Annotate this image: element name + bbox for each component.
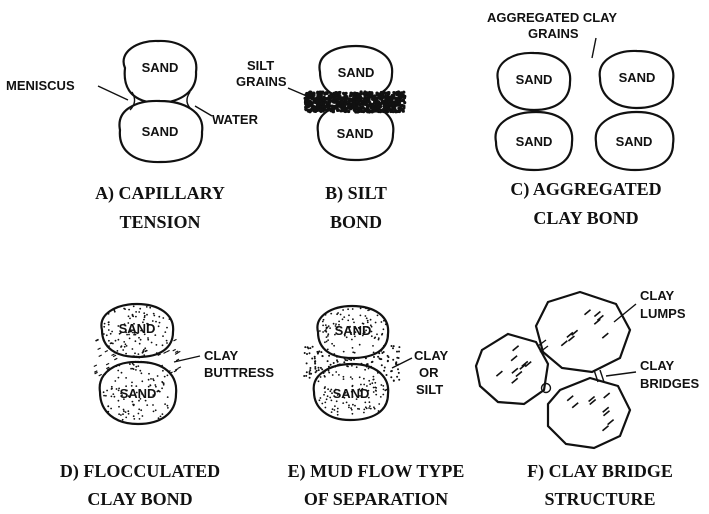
panel-d-flocculated-clay-bond: SAND SAND CLAY BUTTRESS D) FLOCCULATED C… bbox=[60, 304, 274, 509]
panel-f-bridges-leader bbox=[606, 372, 636, 376]
panel-e-mud-flow-separation: SAND SAND CLAY OR SILT E) MUD FLOW TYPE … bbox=[288, 306, 465, 509]
panel-f-clay-lump-top bbox=[536, 292, 630, 372]
panel-e-grain-label-bottom: SAND bbox=[333, 386, 370, 401]
panel-f-bridges-line2: BRIDGES bbox=[640, 376, 700, 391]
panel-c-grain-label-3: SAND bbox=[516, 134, 553, 149]
panel-e-caption-line1: E) MUD FLOW TYPE bbox=[288, 461, 465, 482]
panel-f-clay-lump-bottom bbox=[548, 378, 630, 448]
panel-b-grain-label-bottom: SAND bbox=[337, 126, 374, 141]
panel-d-label-line2: BUTTRESS bbox=[204, 365, 274, 380]
panel-a-capillary-tension: SAND SAND MENISCUS WATER A) CAPILLARY TE… bbox=[6, 41, 259, 232]
panel-e-label-line1: CLAY bbox=[414, 348, 449, 363]
panel-b-label-line2: GRAINS bbox=[236, 74, 287, 89]
panel-f-caption-line1: F) CLAY BRIDGE bbox=[527, 461, 673, 482]
panel-a-grain-label-top: SAND bbox=[142, 60, 179, 75]
panel-b-label-line1: SILT bbox=[247, 58, 274, 73]
panel-d-buttress-leader bbox=[174, 356, 200, 362]
panel-e-label-line2: OR bbox=[419, 365, 439, 380]
panel-f-lumps-line1: CLAY bbox=[640, 288, 675, 303]
panel-b-caption-line2: BOND bbox=[330, 212, 382, 232]
panel-a-caption-line2: TENSION bbox=[119, 212, 200, 232]
panel-e-grain-label-top: SAND bbox=[335, 323, 372, 338]
panel-a-label-meniscus: MENISCUS bbox=[6, 78, 75, 93]
panel-f-clay-lump-left bbox=[476, 334, 548, 404]
panel-e-caption-line2: OF SEPARATION bbox=[304, 489, 448, 509]
panel-c-label-line1: AGGREGATED CLAY bbox=[487, 10, 617, 25]
panel-d-grain-label-bottom: SAND bbox=[120, 386, 157, 401]
panel-f-lumps-line2: LUMPS bbox=[640, 306, 686, 321]
panel-e-label-leader bbox=[392, 358, 412, 368]
panel-c-grain-label-4: SAND bbox=[616, 134, 653, 149]
panel-f-clay-bridge-structure: CLAY LUMPS CLAY BRIDGES F) CLAY BRIDGE S… bbox=[476, 288, 700, 509]
panel-c-label-line2: GRAINS bbox=[528, 26, 579, 41]
panel-d-grain-label-top: SAND bbox=[119, 321, 156, 336]
panel-c-caption-line1: C) AGGREGATED bbox=[510, 179, 661, 200]
panel-c-caption-line2: CLAY BOND bbox=[533, 208, 638, 228]
panel-a-caption-line1: A) CAPILLARY bbox=[95, 183, 225, 204]
panel-d-caption-line2: CLAY BOND bbox=[87, 489, 192, 509]
panel-b-silt-bond: SAND SAND SILT GRAINS B) SILT BOND bbox=[236, 46, 406, 232]
panel-b-silt-grains bbox=[304, 90, 407, 113]
panel-f-bridges-line1: CLAY bbox=[640, 358, 675, 373]
panel-e-label-line3: SILT bbox=[416, 382, 443, 397]
panel-c-label-leader bbox=[592, 38, 596, 58]
panel-c-aggregated-clay-bond: SAND SAND SAND SAND AGGREGATED CLAY GRAI… bbox=[487, 10, 673, 228]
panel-d-caption-line1: D) FLOCCULATED bbox=[60, 461, 220, 482]
panel-c-grain-label-2: SAND bbox=[619, 70, 656, 85]
panel-d-label-line1: CLAY bbox=[204, 348, 239, 363]
panel-b-caption-line1: B) SILT bbox=[325, 183, 387, 204]
panel-b-grain-label-top: SAND bbox=[338, 65, 375, 80]
panel-a-grain-label-bottom: SAND bbox=[142, 124, 179, 139]
panel-c-grain-label-1: SAND bbox=[516, 72, 553, 87]
panel-a-meniscus-leader bbox=[98, 86, 128, 100]
panel-f-caption-line2: STRUCTURE bbox=[544, 489, 655, 509]
panel-a-label-water: WATER bbox=[212, 112, 259, 127]
